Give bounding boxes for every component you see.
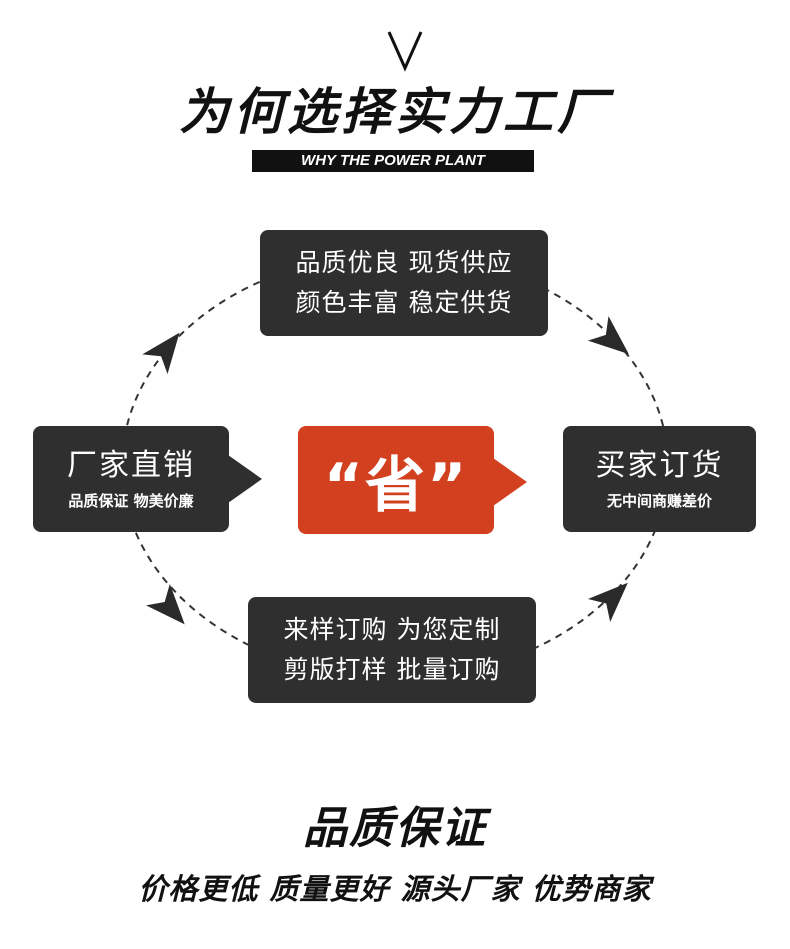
top-box: 品质优良 现货供应 颜色丰富 稳定供货 [260, 230, 548, 336]
bottom-box: 来样订购 为您定制 剪版打样 批量订购 [248, 597, 536, 703]
bottom-box-line-2: 剪版打样 批量订购 [283, 655, 501, 684]
arrow-icon [587, 582, 628, 623]
section-subtitle: 价格更低 质量更好 源头厂家 优势商家 [138, 872, 652, 906]
center-box: “省” [298, 426, 494, 534]
center-box-text: “省” [323, 450, 469, 521]
page-title: 为何选择实力工厂 [179, 83, 611, 141]
top-box-line-2: 颜色丰富 稳定供货 [295, 288, 513, 317]
arrow-icon [587, 316, 629, 355]
top-box-line-1: 品质优良 现货供应 [295, 248, 513, 277]
bottom-box-line-1: 来样订购 为您定制 [283, 615, 501, 644]
center-box-pointer [493, 458, 527, 506]
section-title: 品质保证 [303, 803, 487, 854]
arrow-icon [146, 583, 185, 625]
arrow-icon [142, 332, 180, 375]
right-box-title: 买家订货 [595, 448, 724, 483]
left-box-subtitle: 品质保证 物美价廉 [68, 492, 194, 510]
chevron-down-icon [387, 31, 423, 72]
right-box-subtitle: 无中间商赚差价 [606, 492, 712, 510]
page-subtitle: WHY THE POWER PLANT [252, 150, 534, 172]
left-box: 厂家直销 品质保证 物美价廉 [33, 426, 229, 532]
left-box-title: 厂家直销 [67, 448, 195, 483]
right-box: 买家订货 无中间商赚差价 [563, 426, 756, 532]
left-box-pointer [228, 455, 262, 503]
